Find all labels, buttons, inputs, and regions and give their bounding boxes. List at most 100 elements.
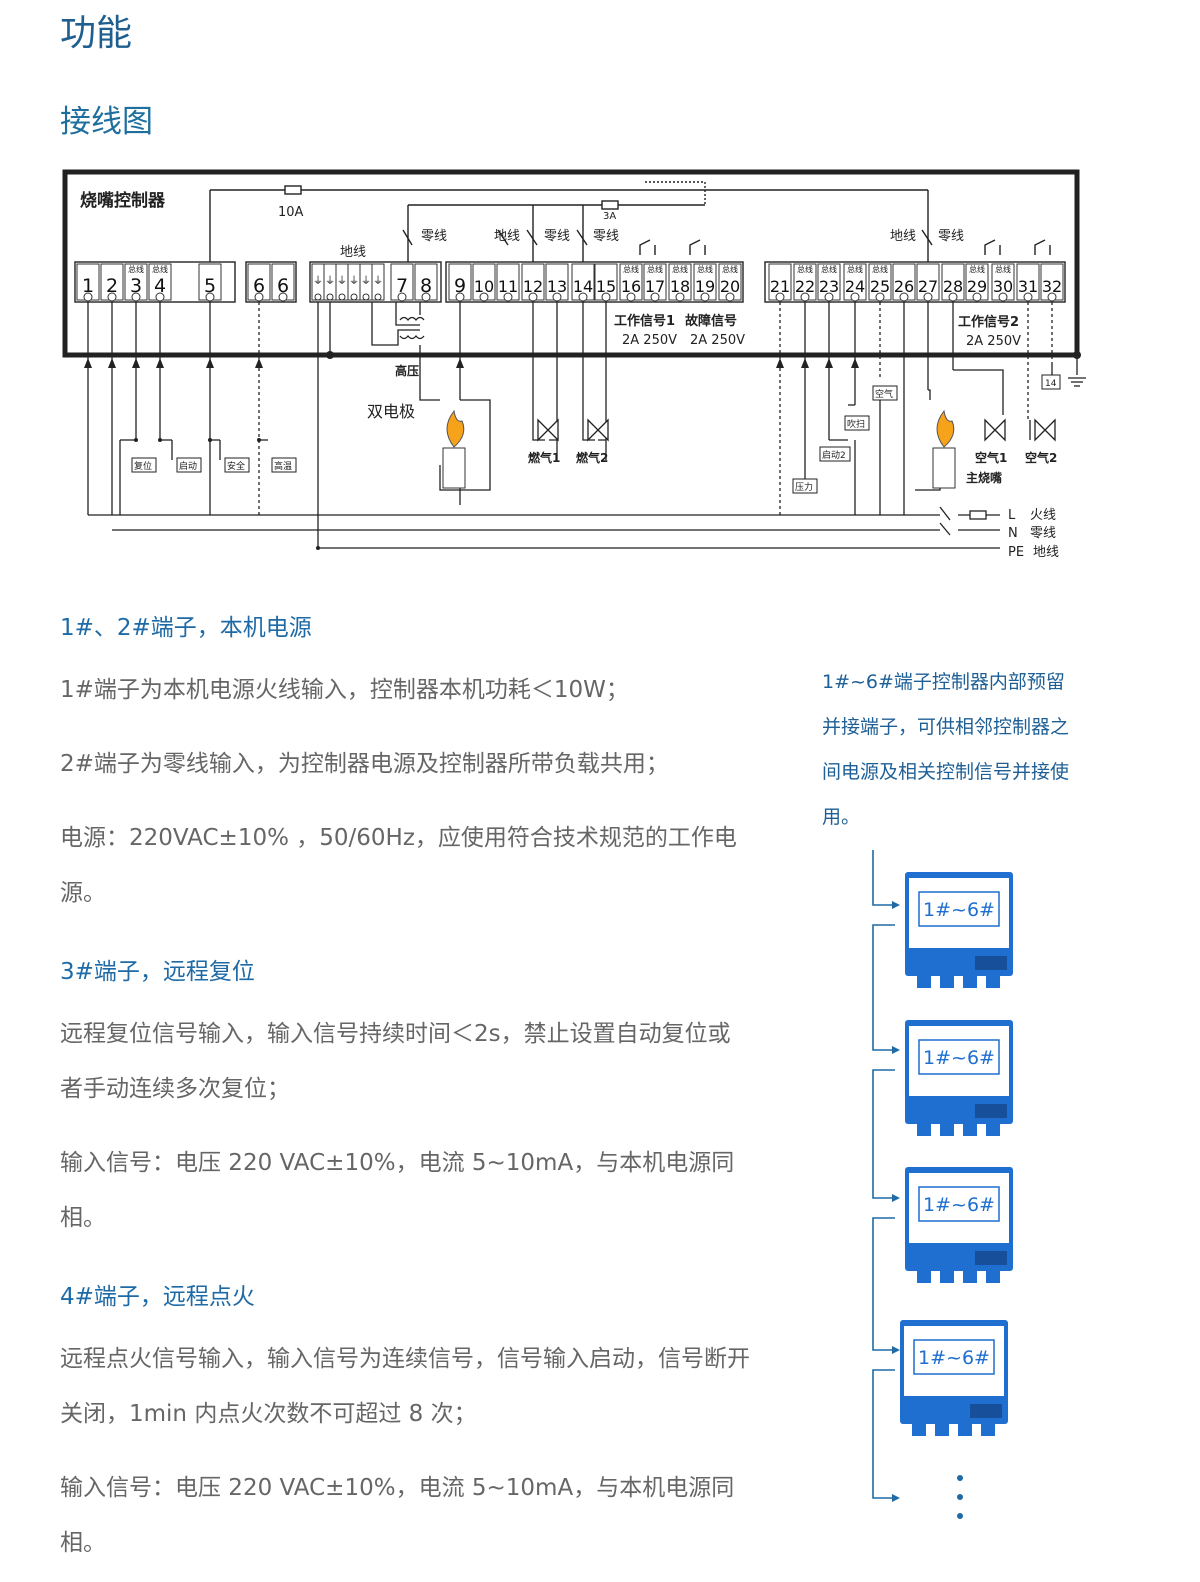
device-label: 1#~6# (923, 1194, 995, 1216)
controller-title: 烧嘴控制器 (80, 190, 166, 211)
rating-3: 2A 250V (966, 334, 1021, 349)
terminal-12: ⏚ (359, 263, 373, 301)
work-signal-2: 工作信号2 (958, 314, 1019, 330)
svg-text:总线: 总线 (623, 264, 639, 274)
gas1-label: 燃气1 (528, 450, 560, 465)
power-L-name: 火线 (1030, 508, 1056, 523)
terminal-6: 6 (247, 263, 271, 302)
svg-text:总线: 总线 (128, 264, 144, 274)
terminal-33: 26 (892, 263, 916, 302)
start-box-label: 启动 (179, 460, 197, 472)
hightemp-box-label: 高温 (274, 460, 292, 472)
svg-text:10: 10 (474, 277, 494, 296)
section-heading-reset: 3#端子，远程复位 (60, 959, 255, 985)
svg-text:总线: 总线 (821, 264, 837, 274)
svg-text:4: 4 (154, 275, 166, 297)
terminal-29: 22 总线 (793, 263, 817, 302)
terminal-9: ⏚ (323, 263, 337, 301)
svg-text:29: 29 (967, 277, 987, 296)
ground-label-1: 地线 (340, 245, 366, 260)
high-voltage-label: 高压 (395, 363, 419, 378)
svg-text:总线: 总线 (672, 264, 688, 274)
ground-label-2: 地线 (494, 229, 520, 244)
terminal-20: 13 (545, 263, 569, 302)
air1-label: 空气1 (975, 450, 1007, 465)
terminal-28: 21 (768, 263, 792, 302)
svg-text:8: 8 (420, 275, 432, 297)
svg-text:13: 13 (547, 277, 567, 296)
controller-device-1: 1#~6# (905, 872, 1013, 988)
terminal-15: 8 (414, 263, 438, 302)
terminal-22: 15 (594, 263, 618, 302)
svg-text:总线: 总线 (722, 264, 738, 274)
fuse-3a-label: 3A (603, 211, 616, 222)
svg-text:11: 11 (498, 277, 518, 296)
terminal-4: 4总线 (148, 263, 172, 302)
svg-text:6: 6 (277, 275, 289, 297)
para-reset-2: 输入信号：电压 220 VAC±10%，电流 5~10mA，与本机电源同相。 (60, 1150, 735, 1231)
neutral-label-1: 零线 (421, 229, 447, 244)
terminal-32: 25 总线 (868, 263, 892, 302)
pressure-box-label: 压力 (795, 481, 813, 493)
svg-text:31: 31 (1018, 277, 1038, 296)
svg-text:17: 17 (645, 277, 665, 296)
controller-device-2: 1#~6# (905, 1020, 1013, 1136)
svg-text:总线: 总线 (152, 264, 168, 274)
terminal-38: 31 (1016, 263, 1040, 302)
terminal-19: 12 (521, 263, 545, 302)
reset-box-label: 复位 (134, 460, 152, 472)
valve-icon (984, 418, 996, 442)
svg-text:19: 19 (695, 277, 715, 296)
power-L: L (1008, 508, 1016, 523)
svg-text:5: 5 (204, 275, 216, 297)
fault-signal: 故障信号 (685, 313, 737, 329)
section-heading-power: 1#、2#端子，本机电源 (60, 615, 312, 641)
svg-text:总线: 总线 (797, 264, 813, 274)
terminal-2: 2 (100, 263, 124, 302)
para-reset-1: 远程复位信号输入，输入信号持续时间＜2s，禁止设置自动复位或者手动连续多次复位； (60, 1021, 731, 1102)
neutral-label-2: 零线 (544, 229, 570, 244)
power-N-name: 零线 (1030, 526, 1056, 541)
device-label: 1#~6# (923, 899, 995, 921)
terminal-1: 1 (76, 263, 100, 302)
power-N: N (1008, 526, 1018, 541)
side-note: 1#~6#端子控制器内部预留并接端子，可供相邻控制器之间电源及相关控制信号并接使… (822, 671, 1070, 828)
rating-2: 2A 250V (690, 333, 745, 348)
svg-text:3: 3 (130, 275, 142, 297)
svg-text:23: 23 (819, 277, 839, 296)
svg-text:28: 28 (943, 277, 963, 296)
device-chain-diagram: 1#~6#1#~6#1#~6#1#~6# (872, 850, 1013, 1519)
terminal-10: ⏚ (335, 263, 349, 301)
para-power-3: 电源：220VAC±10% ，50/60Hz，应使用符合技术规范的工作电源。 (60, 825, 737, 906)
terminal-34: 27 (916, 263, 940, 302)
tag-14: 14 (1045, 379, 1057, 389)
gas2-label: 燃气2 (576, 450, 608, 465)
svg-text:18: 18 (670, 277, 690, 296)
svg-text:2: 2 (106, 275, 118, 297)
terminal-14: 7 (390, 263, 414, 302)
terminal-5: 5 (198, 263, 222, 302)
power-PE-name: 地线 (1033, 545, 1059, 560)
rating-1: 2A 250V (622, 333, 677, 348)
svg-text:22: 22 (795, 277, 815, 296)
flame-icon (932, 409, 956, 489)
valve-icon (537, 418, 549, 442)
svg-text:25: 25 (870, 277, 890, 296)
terminal-3: 3总线 (124, 263, 148, 302)
double-electrode-label: 双电极 (367, 402, 415, 421)
para-power-1: 1#端子为本机电源火线输入，控制器本机功耗＜10W； (60, 677, 629, 703)
svg-text:总线: 总线 (872, 264, 888, 274)
svg-text:27: 27 (918, 277, 938, 296)
terminal-25: 18 总线 (668, 263, 692, 302)
fuse-10a (284, 185, 302, 195)
main-burner-label: 主烧嘴 (966, 470, 1002, 485)
purge-box-label: 吹扫 (847, 418, 865, 430)
ground-label-3: 地线 (890, 229, 916, 244)
